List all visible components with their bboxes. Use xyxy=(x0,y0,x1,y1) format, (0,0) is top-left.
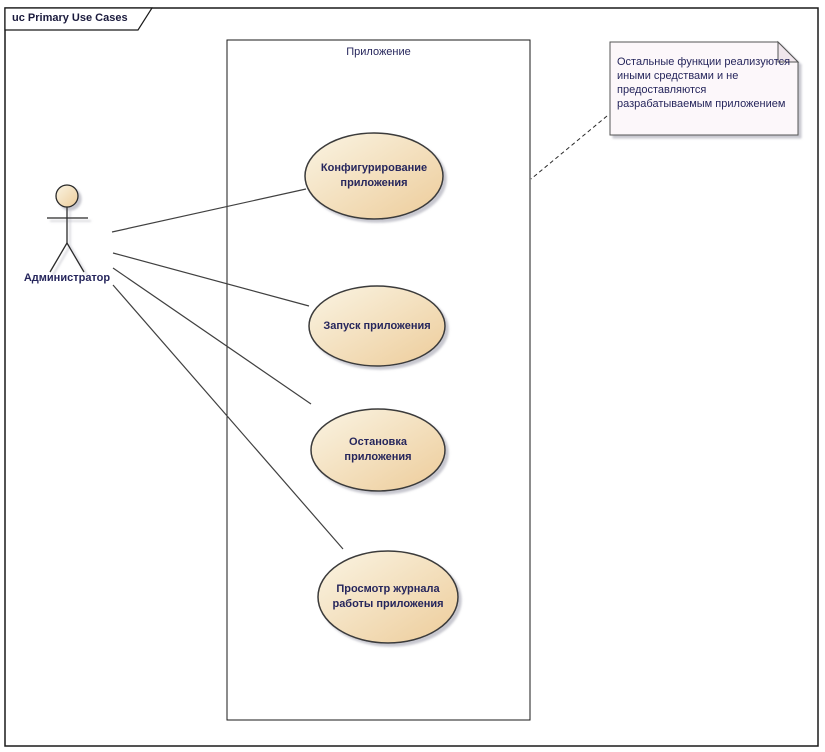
frame-tab xyxy=(4,7,154,31)
usecase-label-configure: Конфигурирование приложения xyxy=(320,162,428,189)
usecase-ellipse-start xyxy=(308,285,446,367)
note-text-line: иными средствами и не xyxy=(617,70,739,82)
note-text-line: разрабатываемым приложением xyxy=(617,98,786,110)
actor-head xyxy=(55,184,79,208)
note-link-dashed-line xyxy=(530,115,608,180)
actor-left-leg xyxy=(49,242,68,273)
note-text-line: Остальные функции реализуются xyxy=(617,56,791,68)
actor-label: Администратор xyxy=(23,272,111,284)
note-body xyxy=(609,41,799,136)
association-line-3 xyxy=(112,267,312,405)
usecase-label-viewlog: Просмотр журнала работы приложения xyxy=(332,583,444,610)
note-text-line: предоставляются xyxy=(617,84,707,96)
usecase-ellipse-viewlog xyxy=(317,550,459,644)
usecase-label-start: Запуск приложения xyxy=(323,319,431,332)
frame-border xyxy=(4,7,819,747)
note-fold-corner-icon xyxy=(777,40,800,63)
association-line-1 xyxy=(111,188,307,233)
note-text: Остальные функции реализуются иными сред… xyxy=(617,55,795,111)
usecase-ellipse-configure xyxy=(304,132,444,220)
association-line-2 xyxy=(112,252,310,307)
actor-right-leg xyxy=(66,242,85,273)
usecase-ellipse-stop xyxy=(310,408,446,492)
actor-figure xyxy=(47,184,88,273)
frame-title: uc Primary Use Cases xyxy=(12,12,128,24)
system-boundary-label: Приложение xyxy=(346,46,411,58)
association-line-4 xyxy=(112,284,344,550)
note-shape xyxy=(609,40,800,136)
usecase-label-stop: Остановка приложения xyxy=(344,436,412,463)
